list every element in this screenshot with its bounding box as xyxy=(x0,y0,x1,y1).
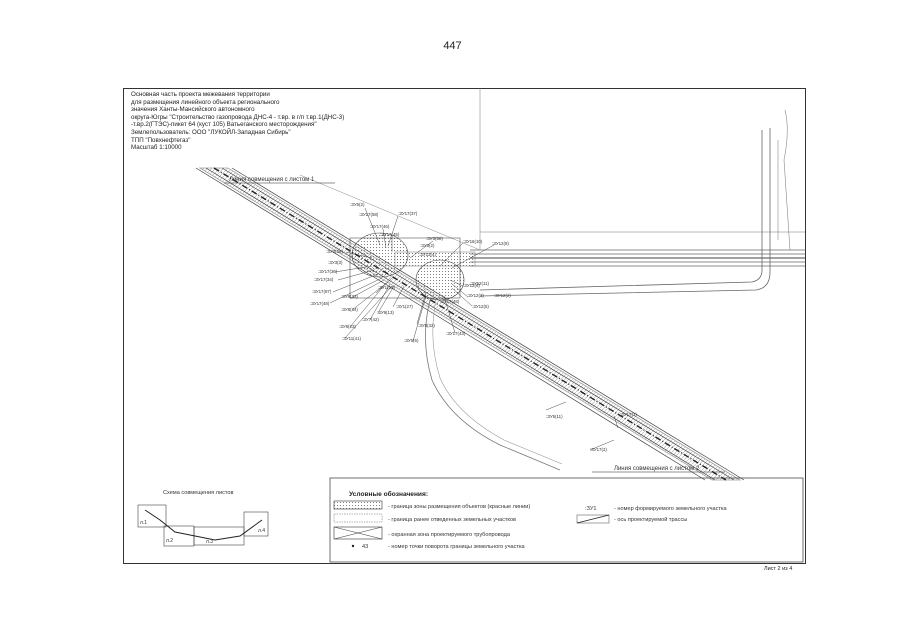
parcel-label: :ЗУ8(33) xyxy=(341,294,358,299)
junction-cluster xyxy=(349,232,465,301)
parcel-label: :ЗУ3(58) xyxy=(426,236,443,241)
parcel-labels: :ЗУ5(2) :ЗУ17(37) :ЗУ17(58) :ЗУ17(46) :З… xyxy=(310,202,637,452)
land-boundaries xyxy=(299,88,805,251)
parcel-label: :ЗУ5(11) xyxy=(546,414,563,419)
parcel-label: :ЗУ12(5) xyxy=(472,304,489,309)
parcel-label: :ЗУ17(34) xyxy=(314,277,334,282)
join-line-label: Линия совмещения с листом 2 xyxy=(614,466,700,472)
legend-right-item: - ось проектируемой трассы xyxy=(614,516,687,523)
parcel-label: :ЗУ17(48) xyxy=(440,299,460,304)
loop-road xyxy=(425,299,561,471)
scheme-title: Схема совмещения листов xyxy=(163,490,233,496)
parcel-label: :ЗУ7(42) xyxy=(362,317,379,322)
parcel-label: :ЗУ17(58) xyxy=(359,212,379,217)
parcel-label: :ЗУ3(2) xyxy=(420,243,435,248)
title-line: значения Ханты-Мансийского автономного xyxy=(131,106,255,114)
join-line-sheet1: Линия совмещения с листом 1 xyxy=(224,177,335,184)
parcel-label: :ЗУ17(2) xyxy=(590,447,607,452)
parcel-label: :ЗУ11(41) xyxy=(342,336,362,341)
scale-line: Масштаб 1:10000 xyxy=(131,144,182,152)
legend-item: - охранная зона проектируемого трубопров… xyxy=(388,532,511,538)
loop-road-inner xyxy=(432,299,563,465)
parcel-label: :ЗУ3(3) xyxy=(328,260,343,265)
legend-parcel-sample: :ЗУ1 xyxy=(585,506,597,512)
parcel-label: :ЗУ52(11) xyxy=(470,281,490,286)
title-line: округа-Югры "Строительство газопровода Д… xyxy=(131,113,345,121)
main-pipeline-corridor xyxy=(195,167,745,481)
title-line: для размещения линейного объекта региона… xyxy=(131,98,280,106)
sheet-scheme: Схема совмещения листов л.1 л.2 л.3 л.4 xyxy=(137,490,269,547)
legend-item: - граница зоны размещения объектов (крас… xyxy=(388,504,530,510)
parcel-label: :ЗУ5(6) xyxy=(404,338,419,343)
parcel-label: :ЗУ17(45) xyxy=(380,232,400,237)
parcel-label: :ЗУ17(36) xyxy=(318,269,338,274)
parcel-label: :ЗУ13(4) xyxy=(419,252,436,257)
right-road xyxy=(479,109,791,297)
parcel-label: :ЗУ12(2) xyxy=(494,293,511,298)
parcel-label: :ЗУ17(87) xyxy=(312,289,332,294)
legend-item: - номер точки поворота границы земельног… xyxy=(388,544,526,550)
parcel-label: :ЗУ17(1) xyxy=(620,412,637,417)
parcel-label: :ЗУ12(6) xyxy=(463,283,480,288)
point-marker-icon xyxy=(351,544,355,548)
title-line: ТПП "Повхнефтегаз" xyxy=(131,136,191,144)
legend: Условные обозначения: - граница зоны раз… xyxy=(329,477,804,563)
parcel-label: :ЗУ12(3) xyxy=(467,293,484,298)
parcel-label: :ЗУ17(46) xyxy=(370,224,390,229)
legend-point-sample: 43 xyxy=(362,544,368,550)
parcel-label: :ЗУ3(38) xyxy=(326,249,343,254)
parcel-label: :ЗУ1(23) xyxy=(378,285,395,290)
title-block: Основная часть проекта межевания террито… xyxy=(131,91,391,152)
parcel-label: :ЗУ17(37) xyxy=(398,211,418,216)
map-frame xyxy=(123,88,806,564)
page-number: 447 xyxy=(443,40,462,52)
title-line: Землепользователь: ООО "ЛУКОЙЛ-Западная … xyxy=(131,128,291,136)
parcel-label: :ЗУ12(8) xyxy=(492,241,509,246)
parcel-label: :ЗУ1(27) xyxy=(396,304,413,309)
scheme-sheet-label: л.2 xyxy=(166,538,173,544)
title-line: Основная часть проекта межевания террито… xyxy=(131,91,270,98)
parcel-label: :ЗУ8(32) xyxy=(418,323,435,328)
legend-title: Условные обозначения: xyxy=(349,490,428,498)
legend-right-item: - номер формируемого земельного участка xyxy=(614,506,728,512)
parcel-label: :ЗУ5(2) xyxy=(350,202,365,207)
parcel-label: :ЗУ16(10) xyxy=(463,239,483,244)
scheme-sheet-label: л.4 xyxy=(258,528,265,534)
scheme-sheet-label: л.3 xyxy=(206,539,213,545)
parcel-label: :ЗУ17(43) xyxy=(446,331,466,336)
parcel-label: :ЗУ8(23) xyxy=(339,324,356,329)
horizontal-corridor xyxy=(394,249,805,267)
join-line-label: Линия совмещения с листом 1 xyxy=(229,177,315,183)
legend-item: - граница ранее отведенных земельных уча… xyxy=(388,517,516,523)
parcel-label: :ЗУ17(48) xyxy=(310,301,330,306)
title-line: -т.вр.2(ГТЭС)-пикет 64 (куст 105) Ватьег… xyxy=(131,121,317,129)
scheme-sheet-label: л.1 xyxy=(140,520,147,526)
sheet-number: Лист 2 из 4 xyxy=(764,566,793,572)
label-leaders xyxy=(329,207,619,451)
parcel-label: :ЗУ9(13) xyxy=(377,310,394,315)
parcel-label: :ЗУ8(34) xyxy=(341,307,358,312)
join-line-sheet2: Линия совмещения с листом 2 xyxy=(592,466,725,473)
